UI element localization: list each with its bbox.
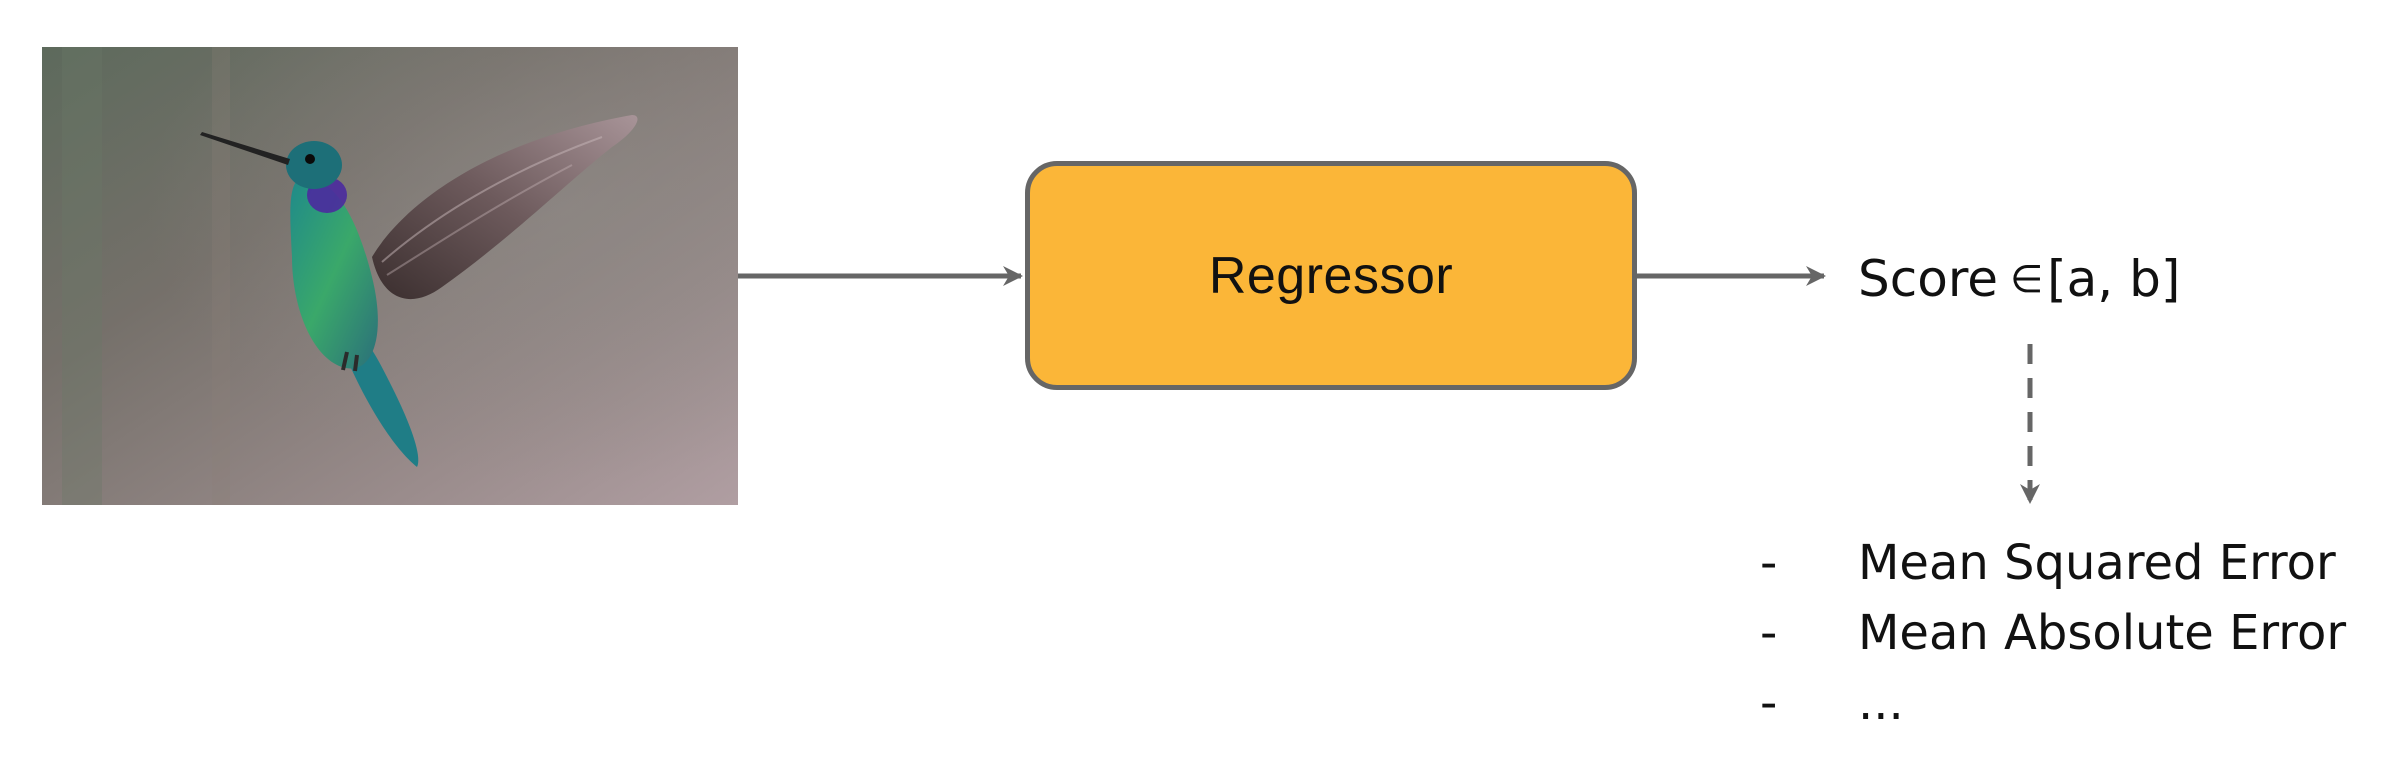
regressor-box: Regressor xyxy=(1025,161,1637,390)
hummingbird-illustration xyxy=(42,47,738,505)
list-item: - Mean Squared Error xyxy=(1760,528,2346,598)
list-item: - ... xyxy=(1760,668,2346,738)
score-output: Score ∈ [a, b] xyxy=(1858,244,2180,314)
head-shape xyxy=(286,141,342,189)
metric-label: Mean Absolute Error xyxy=(1858,605,2347,661)
metric-label: ... xyxy=(1858,675,1904,731)
bullet-dash: - xyxy=(1760,535,1778,591)
list-item: - Mean Absolute Error xyxy=(1760,598,2346,668)
tail-shape xyxy=(342,337,419,467)
wing-shape xyxy=(372,115,638,300)
bullet-dash: - xyxy=(1760,605,1778,661)
hummingbird-image xyxy=(42,47,738,505)
score-range: [a, b] xyxy=(2047,250,2181,308)
body-shape xyxy=(290,177,378,369)
beak-shape xyxy=(200,132,290,165)
bullet-dash: - xyxy=(1760,675,1778,731)
regressor-label: Regressor xyxy=(1208,246,1454,305)
element-of-symbol: ∈ xyxy=(2010,257,2044,301)
metrics-list: - Mean Squared Error - Mean Absolute Err… xyxy=(1760,528,2346,738)
score-label: Score xyxy=(1858,250,1999,308)
metric-label: Mean Squared Error xyxy=(1858,535,2336,591)
